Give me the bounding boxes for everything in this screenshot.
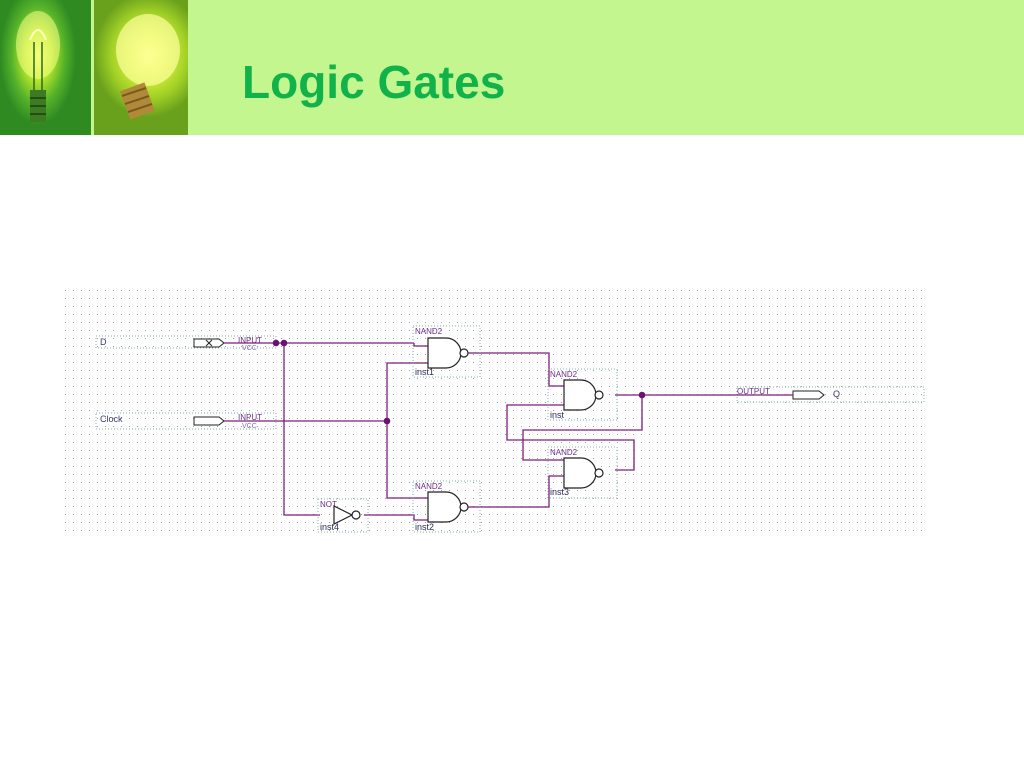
svg-text:Clock: Clock xyxy=(100,414,123,424)
svg-text:inst: inst xyxy=(550,410,565,420)
nand-gate-inst: NAND2 inst xyxy=(547,368,618,421)
svg-text:inst3: inst3 xyxy=(550,487,569,497)
page-title: Logic Gates xyxy=(242,56,506,108)
nand-gate-inst2: NAND2 inst2 xyxy=(412,480,481,533)
svg-text:OUTPUT: OUTPUT xyxy=(737,387,770,396)
not-gate-inst4: NOT inst4 xyxy=(317,498,369,533)
grid-background xyxy=(62,287,928,535)
svg-text:NAND2: NAND2 xyxy=(550,448,578,457)
svg-text:INPUT: INPUT xyxy=(238,336,262,345)
svg-text:inst2: inst2 xyxy=(415,522,434,532)
svg-text:NAND2: NAND2 xyxy=(415,327,443,336)
svg-text:INPUT: INPUT xyxy=(238,413,262,422)
svg-text:Q: Q xyxy=(833,389,840,399)
svg-text:VCC: VCC xyxy=(242,423,257,430)
nand-gate-inst3: NAND2 inst3 xyxy=(547,446,618,499)
header-band: Logic Gates xyxy=(0,0,1024,135)
svg-text:inst4: inst4 xyxy=(320,522,339,532)
svg-text:NOT: NOT xyxy=(320,500,337,509)
svg-text:D: D xyxy=(100,337,107,347)
svg-text:NAND2: NAND2 xyxy=(550,370,578,379)
svg-text:inst1: inst1 xyxy=(415,367,434,377)
light-bulb-icon xyxy=(0,0,91,135)
svg-text:VCC: VCC xyxy=(242,345,257,352)
wire-junctions xyxy=(272,339,646,425)
svg-text:NAND2: NAND2 xyxy=(415,482,443,491)
input-pin-clock: Clock INPUT VCC xyxy=(95,412,277,430)
nand-gate-inst1: NAND2 inst1 xyxy=(412,325,481,378)
light-bulb-icon xyxy=(94,0,188,135)
logic-circuit-diagram: D INPUT VCC Clock INPUT VCC OUTPUT Q xyxy=(62,287,928,535)
wires xyxy=(224,342,793,521)
